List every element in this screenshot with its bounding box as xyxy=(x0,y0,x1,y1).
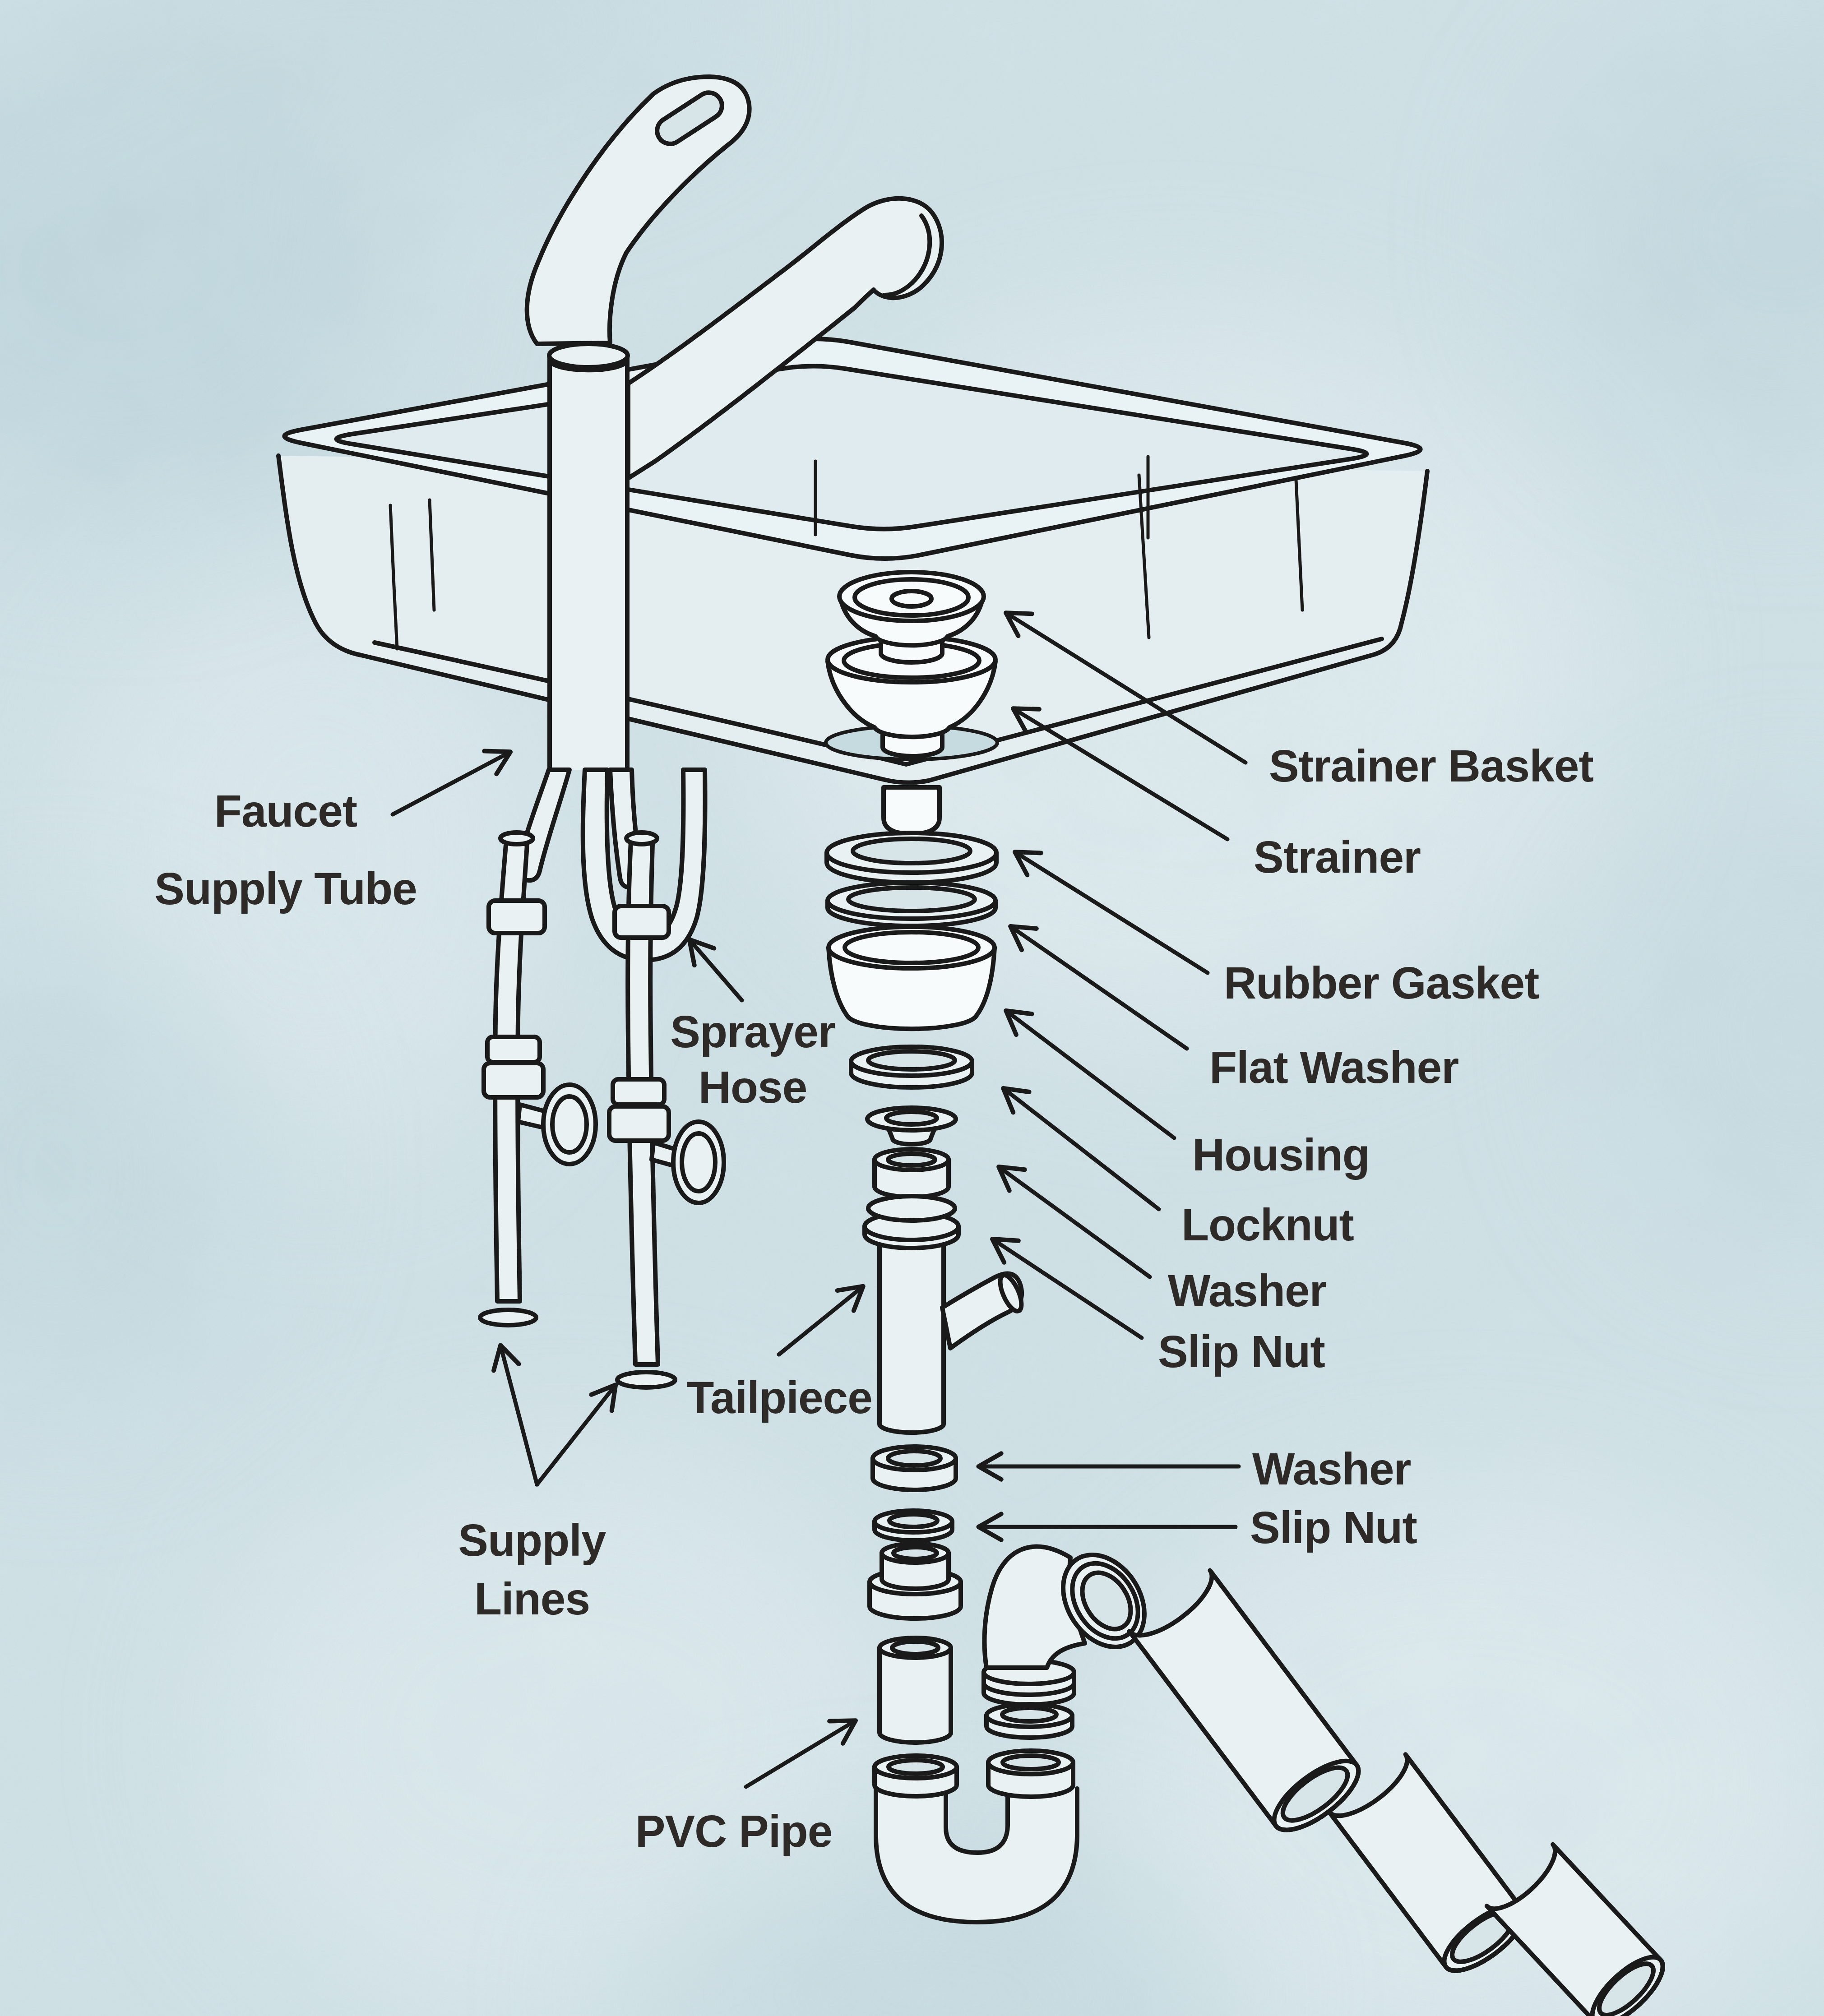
tailpiece-pipe xyxy=(880,1224,944,1433)
label-faucet-supply-tube-line2: Supply Tube xyxy=(154,863,417,914)
label-housing: Housing xyxy=(1192,1129,1370,1180)
compression-nut xyxy=(613,1079,664,1105)
label-washer-upper: Washer xyxy=(1168,1265,1327,1316)
label-pvc-pipe: PVC Pipe xyxy=(635,1806,833,1856)
label-rubber-gasket: Rubber Gasket xyxy=(1224,957,1539,1008)
label-strainer: Strainer xyxy=(1254,832,1421,882)
faucet-base-column xyxy=(549,344,628,770)
compression-nut xyxy=(489,901,545,933)
compression-nut xyxy=(609,1106,669,1141)
label-faucet-supply-tube-line1: Faucet xyxy=(214,786,357,836)
label-sprayer-hose-line2: Hose xyxy=(699,1062,807,1112)
label-slip-nut-lower: Slip Nut xyxy=(1250,1502,1417,1553)
slip-nut-part xyxy=(875,1149,949,1197)
strainer-stem-stub xyxy=(884,787,940,834)
coupling-part xyxy=(870,1544,961,1618)
washer-lower-part xyxy=(873,1447,956,1490)
label-supply-lines-line1: Supply xyxy=(458,1515,606,1565)
label-tailpiece: Tailpiece xyxy=(686,1372,872,1423)
tailpiece-flange-upper xyxy=(868,1196,955,1221)
compression-nut xyxy=(487,1037,540,1062)
supply-line-foot xyxy=(480,1310,536,1325)
supply-line-foot xyxy=(617,1372,675,1387)
label-washer-lower: Washer xyxy=(1252,1443,1411,1494)
flat-washer-part xyxy=(828,883,995,926)
label-supply-lines-line2: Lines xyxy=(474,1573,590,1624)
compression-nut xyxy=(615,906,669,938)
label-locknut: Locknut xyxy=(1181,1199,1354,1250)
compression-nut xyxy=(484,1063,543,1097)
label-slip-nut-upper: Slip Nut xyxy=(1158,1326,1325,1377)
label-sprayer-hose-line1: Sprayer xyxy=(670,1006,835,1057)
label-strainer-basket: Strainer Basket xyxy=(1269,740,1593,791)
locknut-part xyxy=(851,1047,972,1087)
label-flat-washer: Flat Washer xyxy=(1209,1042,1458,1092)
slip-nut-lower-part xyxy=(875,1511,952,1540)
rubber-gasket-part xyxy=(827,833,996,883)
pvc-pipe-part xyxy=(880,1638,951,1743)
housing-part xyxy=(829,927,995,1029)
